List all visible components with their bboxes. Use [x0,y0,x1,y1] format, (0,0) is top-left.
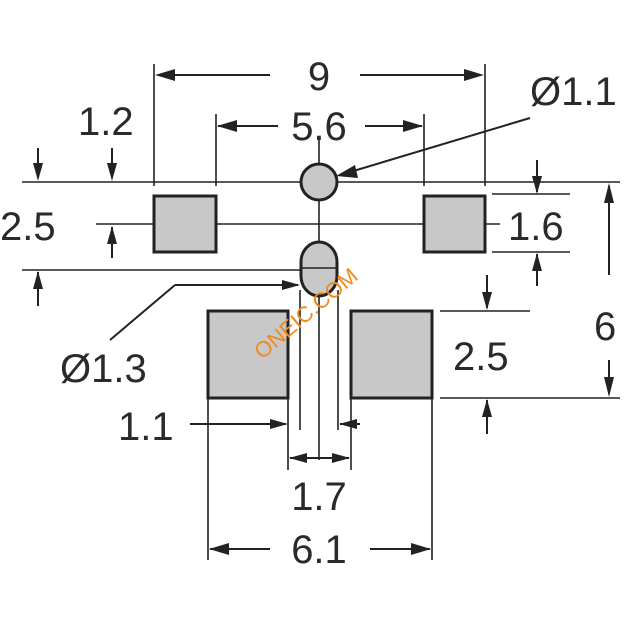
dim-pad-offset: 1.2 [78,100,134,144]
dim-center-gap: 1.7 [291,475,347,519]
dim-large-hole-diameter: Ø1.3 [60,347,147,391]
dim-side-pad-height: 2.5 [0,205,56,249]
small-hole [299,162,339,202]
dimension-lines [33,69,614,555]
dim-center-pad-height: 2.5 [453,335,509,379]
dim-side-pad-width: 1.6 [508,205,564,249]
dim-overall-width: 9 [308,55,330,99]
dim-overall-height: 6 [594,305,616,349]
center-pad-right [349,309,434,400]
dim-center-pads-width: 6.1 [291,528,347,572]
dim-small-hole-diameter: Ø1.1 [530,70,617,114]
dim-hole-spacing: 5.6 [291,105,347,149]
side-pad-left [152,194,218,254]
center-pad-left [206,309,290,400]
dim-gap-offset: 1.1 [118,405,174,449]
side-pad-right [422,194,487,254]
large-hole [299,240,339,298]
